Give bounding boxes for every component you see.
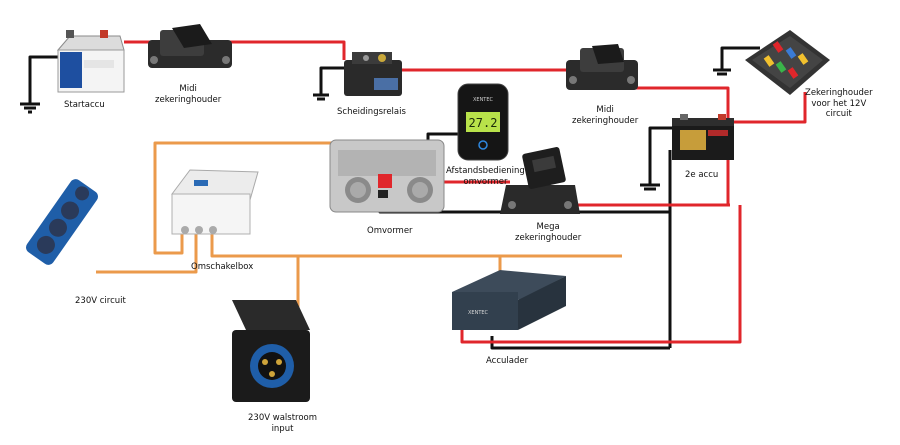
- startaccu: [56, 30, 125, 93]
- walstroom-inlet: [232, 300, 310, 402]
- ac-wire-inverter-to-box: [153, 141, 333, 255]
- charger-brand: XENTEC: [468, 310, 489, 316]
- positive-wire-fuse2-accu2: [630, 86, 730, 205]
- ground-wire-relay: [319, 66, 345, 95]
- label-omschakelbox: Omschakelbox: [191, 262, 254, 272]
- omvormer: [329, 139, 445, 213]
- omschakelbox: [171, 169, 259, 235]
- acculader: XENTEC: [452, 270, 566, 330]
- label-acculader: Acculader: [486, 356, 529, 366]
- midi-fuse-holder-2: [566, 44, 638, 90]
- ground-wire-accu2: [648, 126, 675, 185]
- label-omvormer: Omvormer: [367, 226, 413, 236]
- ground-wire-startaccu: [28, 55, 58, 104]
- accu2: [672, 114, 734, 160]
- scheidingsrelais: [344, 52, 402, 96]
- negative-wires: [20, 46, 760, 350]
- remote-brand: XENTEC: [473, 97, 494, 103]
- negative-wire-charger: [490, 336, 670, 350]
- ac-wire-strip-to-box: [96, 232, 198, 274]
- fuse-block: [745, 30, 830, 95]
- label-midi-fuse-2: Midi zekeringhouder: [572, 105, 639, 126]
- label-remote: Afstandsbediening omvormer: [446, 166, 525, 187]
- negative-wire-bus: [570, 210, 672, 348]
- positive-wire-fuseblock: [728, 92, 807, 124]
- remote-control: 27.2 XENTEC: [457, 83, 509, 161]
- label-fuse-block: Zekeringhouder voor het 12V circuit: [805, 88, 873, 119]
- label-mega-fuse: Mega zekeringhouder: [515, 222, 582, 243]
- label-scheidingsrelais: Scheidingsrelais: [337, 107, 406, 117]
- label-socket-strip: 230V circuit: [75, 296, 126, 306]
- ground-wire-fuseblock: [720, 46, 760, 70]
- ac-wire-box-to-bus: [210, 232, 622, 258]
- mega-fuse-holder: [500, 147, 580, 214]
- label-midi-fuse-1: Midi zekeringhouder: [155, 84, 222, 105]
- ac-wires: [96, 141, 622, 318]
- positive-wire-fuse-relay: [218, 40, 346, 60]
- remote-display: 27.2: [469, 116, 498, 130]
- label-startaccu: Startaccu: [64, 100, 105, 110]
- midi-fuse-holder-1: [148, 24, 232, 68]
- socket-strip: [26, 179, 98, 265]
- label-accu2: 2e accu: [685, 170, 719, 180]
- label-walstroom: 230V walstroom input: [248, 413, 318, 434]
